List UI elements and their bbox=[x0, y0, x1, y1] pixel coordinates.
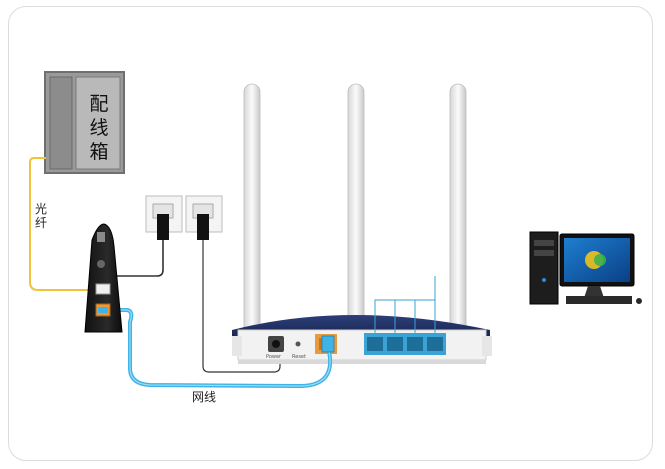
reset-port-label: Reset bbox=[292, 354, 306, 360]
antenna bbox=[449, 83, 467, 355]
box-label-char: 配 bbox=[89, 93, 109, 115]
wireless-router-icon bbox=[232, 276, 492, 364]
antenna bbox=[243, 83, 261, 355]
power-port-label: Power bbox=[266, 354, 282, 360]
wan-cable bbox=[202, 240, 281, 373]
ethernet-plug bbox=[321, 335, 335, 353]
wall-socket-icon bbox=[185, 195, 223, 240]
fiber-label-char: 光 bbox=[34, 202, 47, 216]
fiber-label-char: 纤 bbox=[34, 216, 47, 230]
ethernet-label: 网线 bbox=[192, 390, 217, 404]
antenna bbox=[347, 83, 365, 355]
fiber-label: 光 纤 bbox=[34, 202, 48, 230]
phone-cable bbox=[112, 240, 164, 277]
box-label-char: 线 bbox=[89, 117, 109, 139]
desktop-computer-icon bbox=[529, 231, 642, 305]
optical-modem-icon bbox=[84, 223, 123, 333]
wall-socket-icon bbox=[145, 195, 183, 240]
fiber-cable bbox=[29, 157, 96, 291]
diagram-frame bbox=[8, 6, 653, 461]
distribution-box-label: 配 线 箱 bbox=[84, 92, 114, 164]
distribution-box-icon bbox=[44, 71, 125, 174]
box-label-char: 箱 bbox=[89, 141, 109, 163]
